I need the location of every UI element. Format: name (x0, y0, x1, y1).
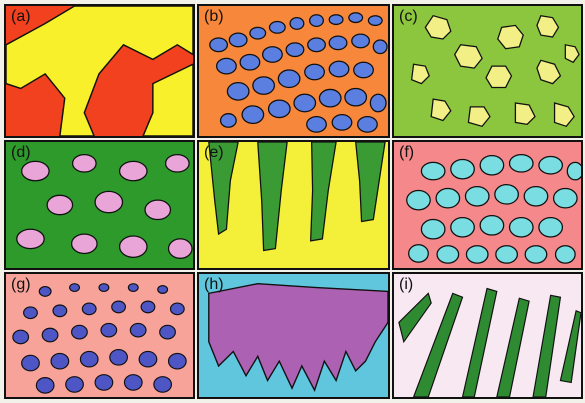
panel-d: (d) (4, 140, 195, 270)
panel-d-label: (d) (11, 145, 31, 161)
panel-g-label: (g) (11, 277, 31, 293)
panel-e-label: (e) (204, 145, 224, 161)
pattern-h (199, 274, 388, 397)
pattern-b (199, 6, 388, 136)
pattern-f (394, 142, 581, 268)
panel-b-label: (b) (204, 9, 224, 25)
pattern-i (394, 274, 581, 397)
panel-h: (h) (197, 272, 390, 399)
panel-i: (i) (392, 272, 583, 399)
pattern-d (6, 142, 193, 268)
panel-h-label: (h) (204, 277, 224, 293)
panel-i-label: (i) (399, 277, 413, 293)
panel-a-label: (a) (11, 9, 31, 25)
pattern-g (6, 274, 193, 397)
panel-b: (b) (197, 4, 390, 138)
pattern-a (6, 6, 193, 136)
pattern-e (199, 142, 388, 268)
panel-f-label: (f) (399, 145, 414, 161)
pattern-c (394, 6, 581, 136)
panel-a: (a) (4, 4, 195, 138)
panel-e: (e) (197, 140, 390, 270)
panel-f: (f) (392, 140, 583, 270)
panel-c: (c) (392, 4, 583, 138)
panel-c-label: (c) (399, 9, 418, 25)
panel-g: (g) (4, 272, 195, 399)
